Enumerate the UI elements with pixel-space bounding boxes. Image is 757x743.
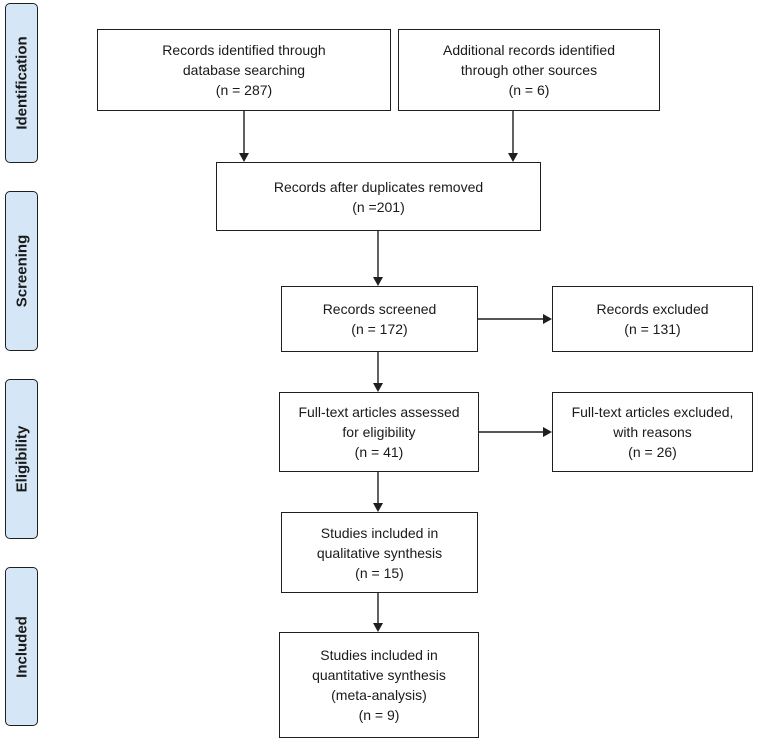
qualitative-count: (n = 15) — [355, 564, 404, 581]
after-duplicates-count: (n =201) — [352, 198, 405, 215]
records-screened-line-1: Records screened — [322, 301, 437, 317]
box-database-records: Records identified through database sear… — [97, 29, 391, 111]
box-after-duplicates: Records after duplicates removed (n =201… — [216, 162, 541, 231]
arrow-other-to-duplicates — [508, 111, 518, 162]
qualitative-line-2: qualitative synthesis — [316, 544, 443, 561]
database-records-line-2: database searching — [182, 62, 306, 78]
phase-identification: Identification — [5, 3, 38, 163]
other-records-line-1: Additional records identified — [443, 42, 615, 58]
records-screened-count: (n = 172) — [351, 321, 408, 337]
box-full-text-assessed: Full-text articles assessed for eligibil… — [279, 392, 479, 472]
full-text-assessed-count: (n = 41) — [354, 444, 404, 460]
arrow-screened-to-full-text — [373, 352, 383, 392]
records-excluded-line-1: Records excluded — [596, 301, 709, 317]
full-text-excluded-line-1: Full-text articles excluded, — [571, 404, 734, 420]
records-excluded-count: (n = 131) — [624, 321, 681, 337]
arrow-duplicates-to-screened — [373, 231, 383, 286]
qualitative-line-1: Studies included in — [320, 524, 439, 541]
quantitative-line-1: Studies included in — [320, 647, 438, 663]
arrow-full-text-to-excluded — [479, 427, 552, 437]
box-records-screened: Records screened (n = 172) — [281, 286, 478, 352]
arrow-qualitative-to-quantitative — [373, 593, 383, 632]
other-records-line-2: through other sources — [460, 62, 598, 78]
phase-eligibility: Eligibility — [5, 379, 38, 539]
full-text-excluded-line-2: with reasons — [613, 424, 692, 440]
box-full-text-excluded: Full-text articles excluded, with reason… — [552, 392, 753, 472]
after-duplicates-line-1: Records after duplicates removed — [273, 178, 484, 195]
arrow-database-to-duplicates — [239, 111, 249, 162]
box-qualitative-synthesis: Studies included in qualitative synthesi… — [281, 512, 478, 593]
database-records-line-1: Records identified through — [162, 42, 326, 58]
phase-screening: Screening — [5, 191, 38, 351]
full-text-assessed-line-1: Full-text articles assessed — [298, 404, 460, 420]
phase-included: Included — [5, 567, 38, 726]
quantitative-line-3: (meta-analysis) — [331, 687, 427, 703]
other-records-count: (n = 6) — [508, 82, 550, 98]
full-text-assessed-line-2: for eligibility — [342, 424, 416, 440]
quantitative-line-2: quantitative synthesis — [312, 667, 446, 683]
arrow-screened-to-excluded — [478, 314, 552, 324]
quantitative-count: (n = 9) — [358, 707, 400, 723]
box-quantitative-synthesis: Studies included in quantitative synthes… — [279, 632, 479, 738]
full-text-excluded-count: (n = 26) — [628, 444, 677, 460]
box-other-records: Additional records identified through ot… — [398, 29, 660, 111]
arrow-full-text-to-qualitative — [373, 472, 383, 512]
database-records-count: (n = 287) — [215, 82, 273, 98]
box-records-excluded: Records excluded (n = 131) — [552, 286, 753, 352]
